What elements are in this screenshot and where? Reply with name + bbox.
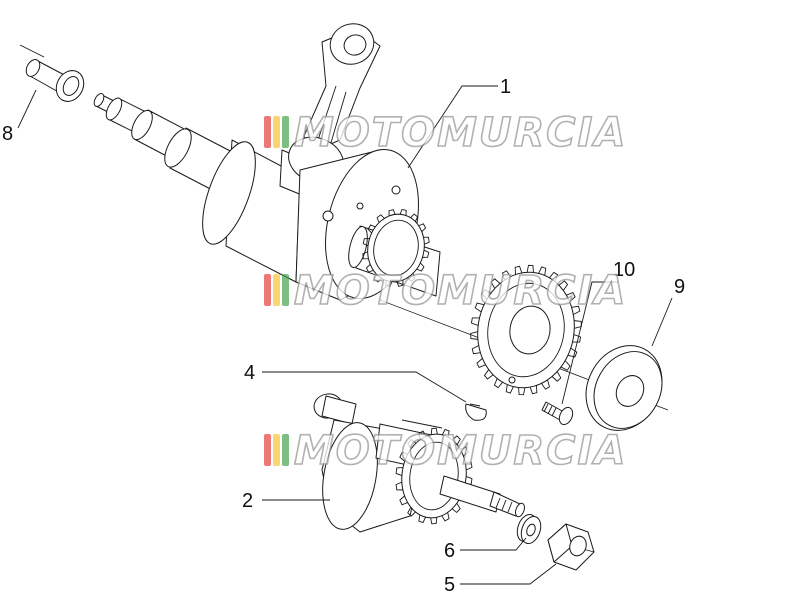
gear-tooth <box>481 289 492 300</box>
gear-tooth <box>549 271 559 282</box>
gear-tooth <box>571 305 581 315</box>
gear-tooth <box>566 291 576 302</box>
callout-5: 5 <box>444 574 455 596</box>
gear-tooth <box>567 347 578 358</box>
screw-part-10 <box>541 401 574 426</box>
leader-lines <box>17 85 673 585</box>
gear-tooth <box>460 446 469 457</box>
gear-tooth <box>474 302 485 313</box>
gear-tooth <box>551 371 562 382</box>
gear-tooth <box>518 387 526 396</box>
watermark-text-bottom: MOTOMURCIA <box>294 428 627 474</box>
gear-tooth <box>560 360 571 371</box>
gear-tooth <box>362 251 369 260</box>
gear-tooth <box>418 430 427 440</box>
gear-tooth <box>529 385 538 395</box>
gear-tooth <box>395 467 404 476</box>
gear-tooth <box>514 265 523 275</box>
watermark-text-top: MOTOMURCIA <box>294 110 627 156</box>
gear-tooth <box>399 208 407 216</box>
gear-tooth <box>451 502 461 514</box>
washer-part-6 <box>516 513 542 545</box>
gear-tooth <box>416 262 425 272</box>
gear-tooth <box>410 213 419 222</box>
gear-tooth <box>558 280 569 291</box>
gear-tooth <box>483 369 494 380</box>
gear-tooth <box>407 273 416 282</box>
gear-tooth <box>490 278 501 289</box>
gear-tooth <box>465 461 473 471</box>
gear-tooth <box>388 209 396 217</box>
watermark-logo-top: MOTOMURCIA <box>264 109 627 157</box>
gear-tooth <box>418 223 427 233</box>
gear-tooth <box>430 517 438 525</box>
gear-tooth <box>422 249 430 258</box>
gear-tooth <box>541 379 551 390</box>
gear-tooth <box>423 236 430 245</box>
bushing-part-8 <box>25 59 85 102</box>
gear-tooth <box>471 345 481 355</box>
watermark-logo-middle: MOTOMURCIA <box>264 267 627 315</box>
gear-tooth <box>418 514 427 524</box>
watermark-text-middle: MOTOMURCIA <box>294 268 627 314</box>
gear-tooth <box>441 428 450 438</box>
gear-tooth <box>407 507 416 517</box>
gear-tooth <box>505 384 514 394</box>
gear-tooth <box>538 266 547 276</box>
gear-tooth <box>367 224 376 234</box>
gear-tooth <box>399 495 408 506</box>
callout-labels: 1 2 4 5 6 8 9 10 <box>2 76 685 596</box>
key-part-4 <box>465 403 487 421</box>
gear-tooth <box>441 512 450 522</box>
gear-tooth <box>407 438 417 450</box>
gear-tooth <box>574 320 582 329</box>
gear-tooth <box>493 378 503 389</box>
gear-tooth <box>501 270 511 281</box>
callout-10: 10 <box>613 259 635 281</box>
drive-gear <box>470 264 582 396</box>
gear-tooth <box>399 451 409 462</box>
callout-1: 1 <box>500 76 511 98</box>
gear-tooth <box>572 334 582 343</box>
gear-tooth <box>476 358 486 369</box>
gear-tooth <box>373 274 382 283</box>
washer-part-9 <box>585 345 663 431</box>
gear-tooth <box>396 279 404 287</box>
gear-tooth <box>526 264 534 273</box>
gear-tooth <box>452 435 461 445</box>
gear-tooth <box>470 317 480 326</box>
countershaft-part-2 <box>313 393 525 533</box>
callout-6: 6 <box>444 540 455 562</box>
gear-tooth <box>430 427 438 435</box>
watermark-logo-bottom: MOTOMURCIA <box>264 427 627 475</box>
nut-part-5 <box>547 523 595 571</box>
crankshaft-part-1 <box>93 23 441 301</box>
callout-2: 2 <box>242 490 253 512</box>
crank-pinion-gear <box>362 208 430 288</box>
callout-9: 9 <box>674 276 685 298</box>
gear-tooth <box>365 263 374 273</box>
gear-tooth <box>470 331 478 340</box>
gear-tooth <box>385 280 393 288</box>
gear-tooth <box>395 481 403 491</box>
gear-tooth <box>376 214 385 223</box>
callout-4: 4 <box>244 362 255 384</box>
callout-8: 8 <box>2 123 13 145</box>
gear-tooth <box>362 238 370 247</box>
